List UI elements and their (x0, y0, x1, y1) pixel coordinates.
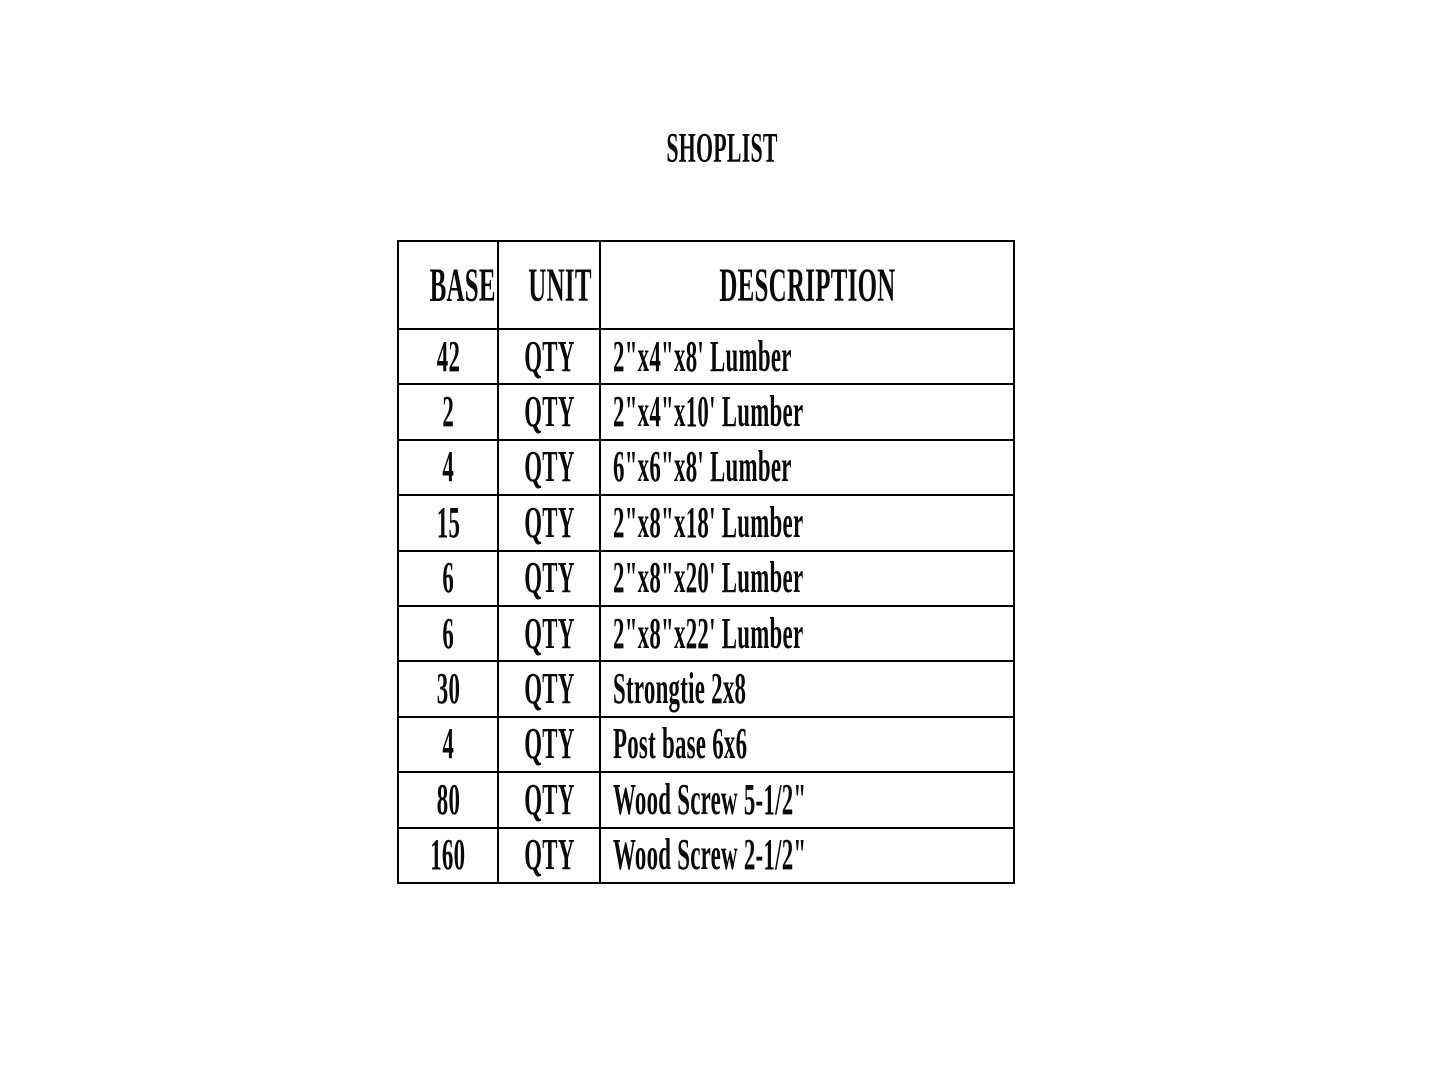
unit-cell-text: QTY (523, 442, 575, 492)
page-title: SHOPLIST (0, 128, 1445, 170)
base-cell-text: 4 (442, 442, 454, 492)
table-row: 15 QTY 2"x8"x18' Lumber (397, 494, 1015, 552)
unit-cell-text: QTY (523, 719, 575, 769)
base-cell: 4 (397, 715, 499, 774)
header-unit-label: UNIT (528, 258, 592, 312)
table-row: 80 QTY Wood Screw 5-1/2" (397, 771, 1015, 829)
unit-cell: QTY (497, 327, 601, 386)
unit-cell: QTY (497, 604, 601, 663)
description-cell-text: Strongtie 2x8 (613, 664, 747, 714)
unit-cell: QTY (497, 826, 601, 884)
unit-cell-text: QTY (523, 331, 575, 381)
base-cell-text: 80 (436, 774, 460, 824)
unit-cell-text: QTY (523, 664, 575, 714)
header-row: BASE UNIT DESCRIPTION (397, 240, 1015, 330)
description-cell: 2"x4"x10' Lumber (599, 383, 1015, 441)
description-cell-text: 2"x8"x22' Lumber (613, 608, 804, 658)
base-cell: 160 (397, 826, 499, 884)
description-cell-text: 2"x4"x10' Lumber (613, 387, 804, 437)
unit-cell: QTY (497, 660, 601, 718)
unit-cell: QTY (497, 438, 601, 497)
description-cell: 6"x6"x8' Lumber (599, 438, 1015, 497)
base-cell-text: 6 (442, 608, 454, 658)
description-cell-text: Wood Screw 2-1/2" (613, 830, 807, 880)
description-cell: 2"x4"x8' Lumber (599, 327, 1015, 386)
unit-cell-text: QTY (523, 553, 575, 603)
page-title-text: SHOPLIST (666, 126, 779, 172)
unit-cell: QTY (497, 383, 601, 441)
unit-cell-text: QTY (523, 608, 575, 658)
description-cell-text: 6"x6"x8' Lumber (613, 442, 792, 492)
description-cell: 2"x8"x20' Lumber (599, 549, 1015, 607)
header-base-label: BASE (429, 258, 496, 312)
base-cell-text: 15 (436, 497, 460, 547)
unit-cell-text: QTY (523, 497, 575, 547)
description-cell: 2"x8"x22' Lumber (599, 604, 1015, 663)
header-description-label: DESCRIPTION (718, 258, 896, 312)
description-cell-text: 2"x8"x20' Lumber (613, 553, 804, 603)
base-cell-text: 160 (430, 830, 466, 880)
unit-cell-text: QTY (523, 830, 575, 880)
description-cell: Post base 6x6 (599, 715, 1015, 774)
unit-cell-text: QTY (523, 774, 575, 824)
base-cell-text: 30 (436, 664, 460, 714)
unit-cell: QTY (497, 715, 601, 774)
description-cell-text: Wood Screw 5-1/2" (613, 774, 807, 824)
table-row: 160 QTY Wood Screw 2-1/2" (397, 826, 1015, 884)
header-description: DESCRIPTION (599, 240, 1015, 330)
base-cell: 2 (397, 383, 499, 441)
unit-cell-text: QTY (523, 387, 575, 437)
base-cell: 15 (397, 494, 499, 552)
base-cell-text: 6 (442, 553, 454, 603)
header-unit: UNIT (497, 240, 601, 330)
table-row: 4 QTY Post base 6x6 (397, 715, 1015, 774)
base-cell: 6 (397, 604, 499, 663)
base-cell: 4 (397, 438, 499, 497)
base-cell: 80 (397, 771, 499, 829)
description-cell: 2"x8"x18' Lumber (599, 494, 1015, 552)
base-cell-text: 2 (442, 387, 454, 437)
table-row: 6 QTY 2"x8"x22' Lumber (397, 604, 1015, 663)
header-base: BASE (397, 240, 499, 330)
base-cell: 6 (397, 549, 499, 607)
table-row: 6 QTY 2"x8"x20' Lumber (397, 549, 1015, 607)
description-cell: Wood Screw 2-1/2" (599, 826, 1015, 884)
base-cell-text: 4 (442, 719, 454, 769)
description-cell-text: 2"x8"x18' Lumber (613, 497, 804, 547)
unit-cell: QTY (497, 771, 601, 829)
description-cell: Strongtie 2x8 (599, 660, 1015, 718)
unit-cell: QTY (497, 494, 601, 552)
unit-cell: QTY (497, 549, 601, 607)
description-cell: Wood Screw 5-1/2" (599, 771, 1015, 829)
table-row: 2 QTY 2"x4"x10' Lumber (397, 383, 1015, 441)
base-cell: 42 (397, 327, 499, 386)
base-cell-text: 42 (436, 331, 460, 381)
table-row: 4 QTY 6"x6"x8' Lumber (397, 438, 1015, 497)
description-cell-text: 2"x4"x8' Lumber (613, 331, 792, 381)
table-row: 30 QTY Strongtie 2x8 (397, 660, 1015, 718)
base-cell: 30 (397, 660, 499, 718)
table-row: 42 QTY 2"x4"x8' Lumber (397, 327, 1015, 386)
description-cell-text: Post base 6x6 (613, 719, 748, 769)
